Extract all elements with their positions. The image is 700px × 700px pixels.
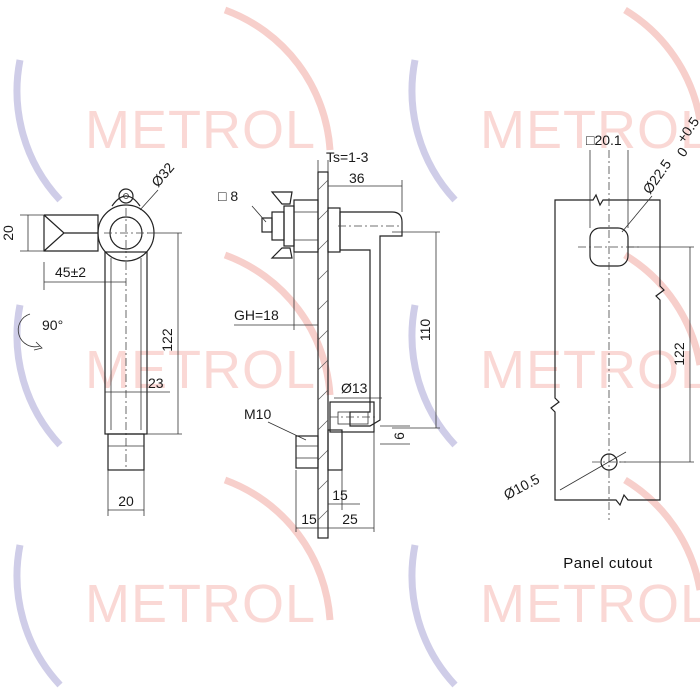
dim-offset-6: 6: [391, 432, 407, 440]
panel-outline-shape: [550, 193, 665, 507]
dim-depth-36: 36: [349, 170, 365, 186]
dim-offset-45: 45±2: [55, 264, 86, 280]
dim-square-20-1: □20.1: [586, 132, 622, 148]
dim-depth-25: 25: [342, 511, 358, 527]
dim-diameter-32: Ø32: [148, 159, 177, 190]
m10-bolt-shape: [295, 435, 319, 469]
watermark-layer: METROL METROL METROL METROL METROL METRO…: [13, 6, 700, 688]
side-view: Ts=1-3 36 □ 8 GH=18 110 Ø13 M10 6 15: [218, 149, 440, 539]
dim-front-height-20: 20: [0, 225, 16, 241]
dim-diameter-10-5: Ø10.5: [501, 471, 542, 503]
dim-panel-thickness: Ts=1-3: [326, 149, 369, 165]
dim-stud-15: 15: [332, 487, 348, 503]
panel-cutout-caption: Panel cutout: [563, 555, 653, 572]
front-view: 20 Ø32 45±2 90° 122 23 20: [0, 159, 182, 516]
eye-ring-shape: [118, 188, 134, 204]
watermark-text: METROL: [480, 340, 700, 400]
round-cutout-shape: [600, 453, 618, 471]
key-wedge-shape: [43, 214, 99, 252]
dim-width-23: 23: [148, 375, 164, 391]
dim-tip-width-20: 20: [118, 493, 134, 509]
watermark-text: METROL: [85, 100, 316, 160]
dim-square-8: □ 8: [218, 188, 238, 204]
dim-thread-m10: M10: [244, 406, 271, 422]
watermark-text: METROL: [85, 340, 316, 400]
dim-rotation-90: 90°: [42, 317, 63, 333]
dim-length-122: 122: [159, 328, 175, 352]
dim-diameter-22-5: Ø22.5: [639, 156, 674, 197]
panel-plate-shape: [317, 171, 329, 539]
dim-bolt-15: 15: [301, 511, 317, 527]
dim-height-110: 110: [417, 319, 433, 342]
dim-diameter-13: Ø13: [341, 380, 368, 396]
square-spindle-shape: [261, 217, 273, 233]
watermark-text: METROL: [480, 574, 700, 634]
dim-hole-spacing-122: 122: [671, 342, 687, 366]
dim-grip-height-18: GH=18: [234, 307, 279, 323]
watermark-text: METROL: [85, 574, 316, 634]
nut-body-shape: [293, 199, 319, 253]
